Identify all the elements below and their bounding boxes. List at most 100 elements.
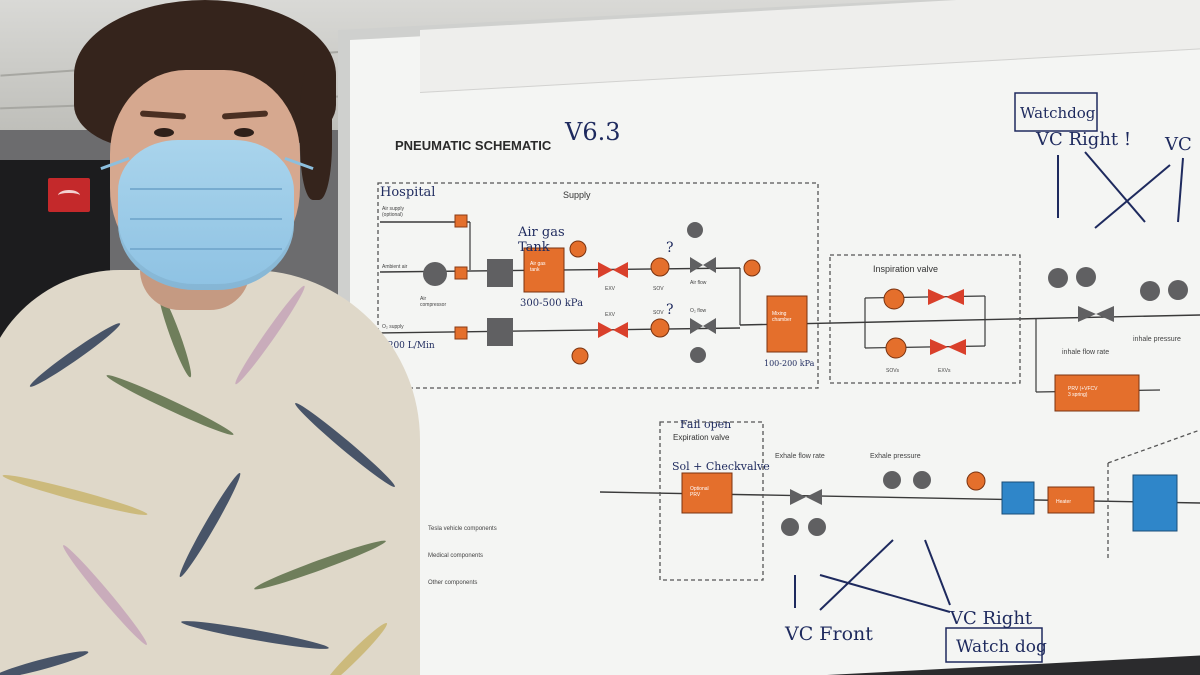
- prv-block: [1054, 374, 1140, 412]
- insp-exv-bottom: [930, 339, 966, 355]
- air-sov: [650, 257, 670, 277]
- surgical-mask: [118, 140, 294, 290]
- supply-box: [377, 182, 819, 389]
- o2-flow-label: O₂ flow: [690, 308, 707, 314]
- exhale-flow-meter: [790, 489, 822, 505]
- legend-label-other: Other components: [428, 580, 477, 586]
- exhale-flow-sensor-1: [781, 518, 799, 536]
- version-label: V6.3: [564, 118, 621, 146]
- watchdog-bracket-bottom: [945, 627, 1043, 663]
- vc-right-top-note: VC Right !: [1035, 129, 1131, 150]
- tank-pressure-note: 300-500 kPa: [520, 298, 583, 309]
- o2-sov-label: SOV: [653, 310, 664, 316]
- optional-prv-block: [681, 472, 733, 514]
- o2-valve: [454, 326, 468, 340]
- exhale-pressure-label: Exhale pressure: [870, 453, 921, 460]
- insp-bottom-line: [864, 345, 986, 349]
- sovs-label: SOVs: [886, 368, 900, 374]
- inhale-flow-meter: [1078, 306, 1114, 322]
- air-flow-sensor: [687, 222, 703, 238]
- air-compressor-symbol: [423, 262, 447, 286]
- insp-sov-bottom: [885, 337, 907, 359]
- hair-side: [300, 60, 332, 200]
- arrow-cross-2: [1084, 151, 1146, 223]
- vc-right-bottom-note: VC Right: [949, 608, 1033, 629]
- air-tank: [523, 247, 565, 293]
- ambient-air-label: Ambient air: [382, 264, 408, 270]
- vc-top-note: VC: [1164, 134, 1192, 155]
- o2-rate-note: 6200 L/Min: [382, 341, 435, 351]
- insp-top-line: [864, 295, 986, 299]
- exhale-flow-label: Exhale flow rate: [775, 453, 825, 460]
- air-supply-valve: [454, 214, 468, 228]
- arrow-to-vcfront: [819, 539, 894, 611]
- inhale-pressure-sensor-1: [1140, 281, 1160, 301]
- exhale-orange-sensor: [966, 471, 986, 491]
- medical-component-2: [1132, 474, 1178, 532]
- medical-component-1: [1001, 481, 1035, 515]
- inhale-sensor-1: [1048, 268, 1068, 288]
- inspiration-valve-box: [829, 254, 1021, 384]
- red-sign-logo: [48, 178, 90, 212]
- inspiration-valve-label: Inspiration valve: [873, 264, 938, 274]
- air-flow-meter: [690, 257, 716, 273]
- ambient-valve: [454, 266, 468, 280]
- expiration-valve-label: Expiration valve: [673, 433, 730, 442]
- fail-open-note: Fail open: [680, 418, 731, 431]
- air-exv-label: EXV: [605, 286, 616, 292]
- floral-shirt: [0, 270, 420, 675]
- air-sov-label: SOV: [653, 286, 664, 292]
- exhale-flow-sensor-2: [808, 518, 826, 536]
- o2-flow-sensor: [690, 347, 706, 363]
- vc-front-note: VC Front: [784, 623, 873, 645]
- heater-label: Heater: [1056, 499, 1071, 505]
- arrow-to-vcright: [819, 574, 951, 613]
- tank-sensor: [569, 240, 587, 258]
- o2-supply-label: O₂ supply: [382, 324, 404, 330]
- legend-label-tesla: Tesla vehicle components: [428, 526, 497, 532]
- merge-sensor: [743, 259, 761, 277]
- o2-line: [379, 327, 741, 334]
- presenter: [0, 0, 430, 675]
- question-mark-1: ?: [666, 240, 674, 256]
- arrow-cross-1: [1094, 164, 1171, 229]
- hospital-note: Hospital: [380, 185, 435, 200]
- insp-exv-top: [928, 289, 964, 305]
- supply-label: Supply: [563, 190, 591, 200]
- o2-pressure-sensor: [571, 347, 589, 365]
- exhale-pressure-sensor-1: [883, 471, 901, 489]
- exhale-pressure-sensor-2: [913, 471, 931, 489]
- inhale-flow-label: inhale flow rate: [1062, 349, 1109, 356]
- air-exv-valve: [598, 262, 628, 278]
- exvs-label: EXVs: [938, 368, 951, 374]
- air-supply-label: Air supply(optional): [382, 206, 404, 218]
- watchdog-top-note: Watchdog: [1020, 104, 1096, 122]
- air-filter: [487, 259, 513, 287]
- inhale-sensor-2: [1076, 267, 1096, 287]
- o2-exv-label: EXV: [605, 312, 616, 318]
- o2-filter: [487, 318, 513, 346]
- legend-label-medical: Medical components: [428, 553, 483, 559]
- sol-check-note: Sol + Checkvalve: [672, 460, 770, 473]
- watchdog-bottom-note: Watch dog: [956, 637, 1047, 657]
- arrow-up-right: [1177, 157, 1184, 223]
- patient-box-edge: [1107, 429, 1200, 464]
- expiration-valve-box: [659, 421, 764, 581]
- o2-flow-meter: [690, 318, 716, 334]
- schematic-title: PNEUMATIC SCHEMATIC: [395, 138, 552, 153]
- inhale-pressure-label: inhale pressure: [1133, 336, 1181, 343]
- mixing-pressure-note: 100-200 kPa: [764, 359, 815, 368]
- air-flow-label: Air flow: [690, 280, 707, 286]
- inhale-pressure-sensor-2: [1168, 280, 1188, 300]
- insp-sov-top: [883, 288, 905, 310]
- watchdog-bracket-top: [1014, 92, 1098, 132]
- o2-sov: [650, 318, 670, 338]
- main-line: [739, 314, 1200, 326]
- mixing-chamber: [766, 295, 808, 353]
